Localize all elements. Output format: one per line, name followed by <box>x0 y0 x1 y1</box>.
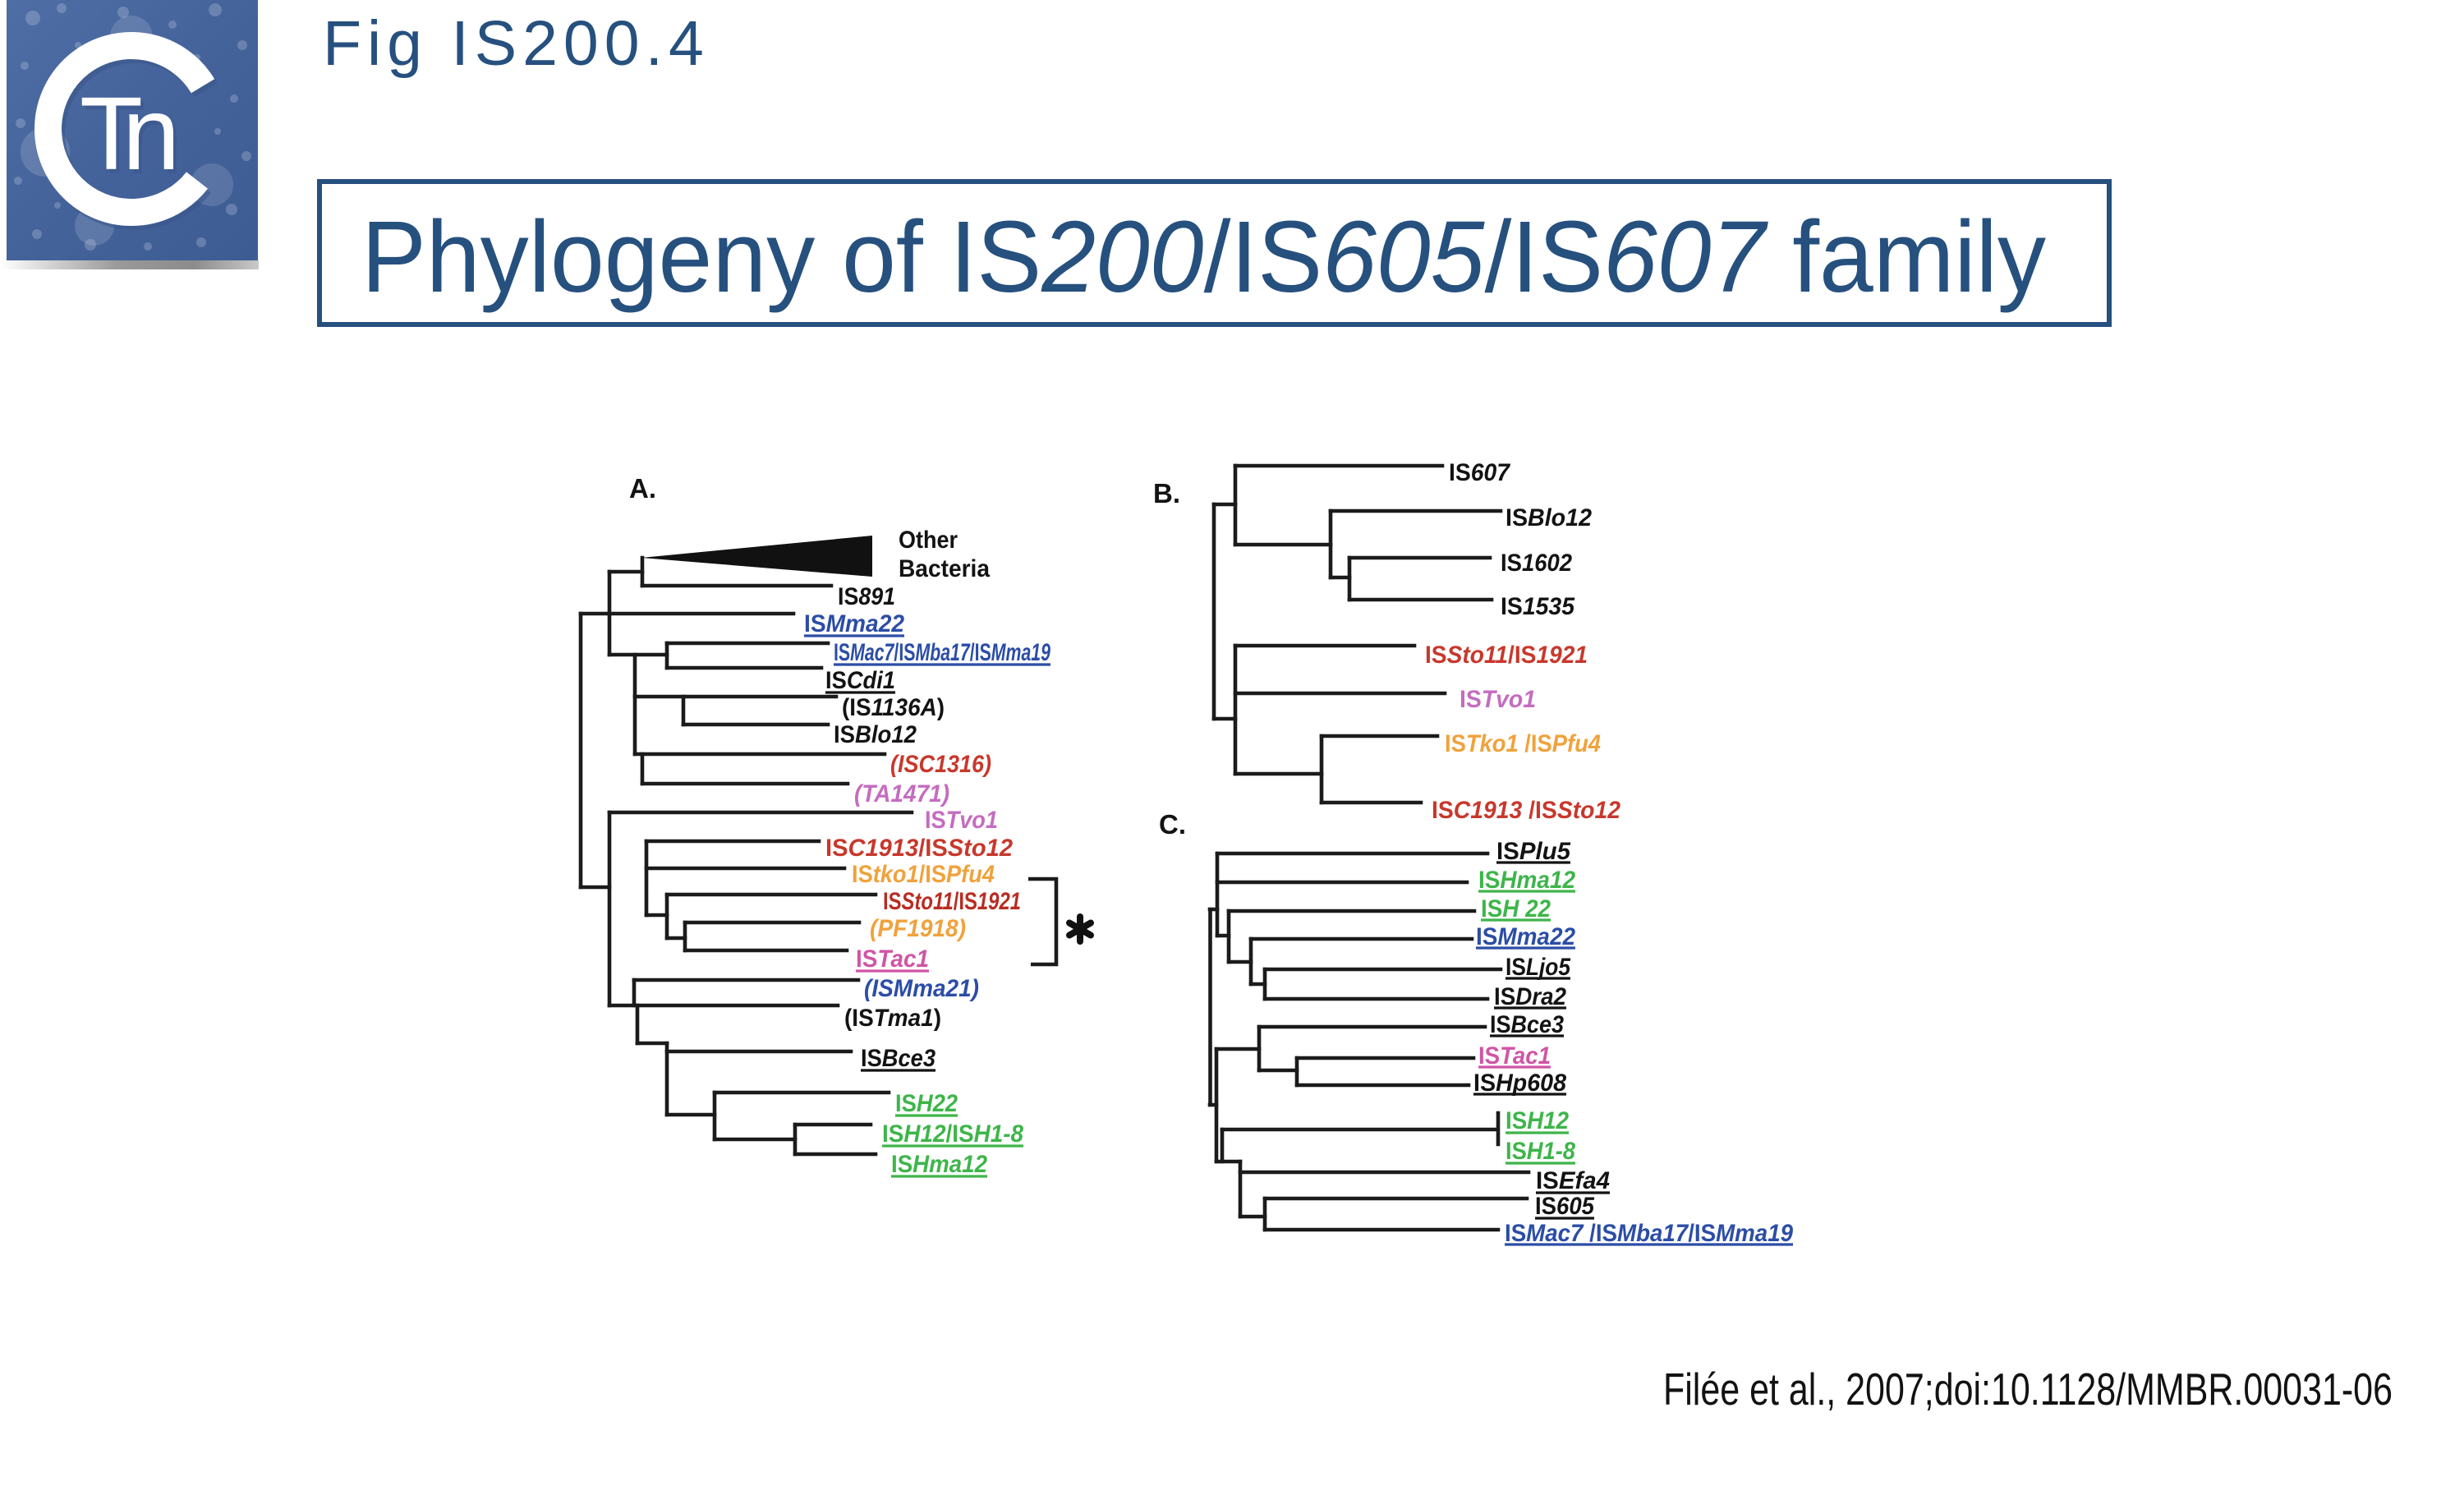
svg-text:ISTac1: ISTac1 <box>856 945 929 973</box>
svg-text:ISCdi1: ISCdi1 <box>825 667 895 694</box>
svg-text:(ISC1316): (ISC1316) <box>890 751 991 778</box>
svg-text:Tn: Tn <box>83 80 183 196</box>
svg-text:ISH22: ISH22 <box>895 1090 958 1117</box>
svg-text:IS607: IS607 <box>1449 459 1510 486</box>
svg-text:ISTvo1: ISTvo1 <box>925 807 998 834</box>
svg-text:ISBlo12: ISBlo12 <box>834 721 917 748</box>
svg-text:ISDra2: ISDra2 <box>1494 983 1566 1010</box>
svg-text:ISTko1 /ISPfu4: ISTko1 /ISPfu4 <box>1445 730 1601 757</box>
svg-text:ISH1-8: ISH1-8 <box>1506 1138 1575 1165</box>
svg-text:ISH12: ISH12 <box>1506 1107 1569 1134</box>
svg-text:ISLjo5: ISLjo5 <box>1506 954 1571 981</box>
svg-text:(PF1918): (PF1918) <box>870 915 966 942</box>
svg-text:IS891: IS891 <box>838 583 895 610</box>
svg-text:ISHp608: ISHp608 <box>1473 1070 1566 1097</box>
svg-text:ISMac7/ISMba17/ISMma19: ISMac7/ISMba17/ISMma19 <box>834 639 1050 666</box>
svg-text:(IS1136A): (IS1136A) <box>842 694 945 721</box>
svg-text:C.: C. <box>1159 809 1186 840</box>
svg-text:Phylogeny of IS200/IS605/IS607: Phylogeny of IS200/IS605/IS607 family <box>361 201 2046 314</box>
svg-text:(TA1471): (TA1471) <box>854 780 949 807</box>
svg-text:ISH 22: ISH 22 <box>1481 895 1551 922</box>
svg-text:Filée et al., 2007;doi:10.1128: Filée et al., 2007;doi:10.1128/MMBR.0003… <box>1663 1364 2393 1415</box>
svg-text:IStko1/ISPfu4: IStko1/ISPfu4 <box>852 861 995 888</box>
svg-text:IS1602: IS1602 <box>1501 550 1572 577</box>
svg-text:B.: B. <box>1153 478 1180 508</box>
svg-text:ISC1913/ISSto12: ISC1913/ISSto12 <box>825 835 1013 862</box>
svg-text:ISBce3: ISBce3 <box>861 1045 935 1072</box>
svg-text:ISTvo1: ISTvo1 <box>1460 686 1536 713</box>
svg-text:ISMac7 /ISMba17/ISMma19: ISMac7 /ISMba17/ISMma19 <box>1505 1220 1793 1247</box>
svg-text:ISSto11/IS1921: ISSto11/IS1921 <box>1425 642 1588 669</box>
svg-text:A.: A. <box>629 473 656 504</box>
svg-text:ISTac1: ISTac1 <box>1478 1042 1551 1070</box>
svg-text:ISBce3: ISBce3 <box>1490 1011 1564 1038</box>
svg-text:ISEfa4: ISEfa4 <box>1536 1167 1610 1194</box>
svg-text:ISH12/ISH1-8: ISH12/ISH1-8 <box>882 1120 1023 1148</box>
svg-text:Fig IS200.4: Fig IS200.4 <box>323 8 710 79</box>
svg-text:ISC1913 /ISSto12: ISC1913 /ISSto12 <box>1432 797 1620 824</box>
svg-text:Other: Other <box>899 527 958 554</box>
svg-text:Bacteria: Bacteria <box>899 555 990 582</box>
svg-text:ISPlu5: ISPlu5 <box>1496 838 1571 865</box>
svg-text:ISSto11/IS1921: ISSto11/IS1921 <box>883 888 1021 915</box>
svg-text:IS605: IS605 <box>1535 1193 1595 1220</box>
svg-text:ISMma22: ISMma22 <box>1476 923 1575 950</box>
svg-text:(ISTma1): (ISTma1) <box>844 1005 941 1032</box>
svg-text:(ISMma21): (ISMma21) <box>864 975 979 1002</box>
svg-text:Tn: Tn <box>80 76 180 191</box>
svg-text:ISHma12: ISHma12 <box>1478 867 1575 894</box>
svg-text:ISHma12: ISHma12 <box>891 1151 987 1178</box>
svg-text:ISMma22: ISMma22 <box>804 610 904 637</box>
svg-text:IS1535: IS1535 <box>1501 593 1575 620</box>
svg-text:ISBlo12: ISBlo12 <box>1506 504 1592 531</box>
